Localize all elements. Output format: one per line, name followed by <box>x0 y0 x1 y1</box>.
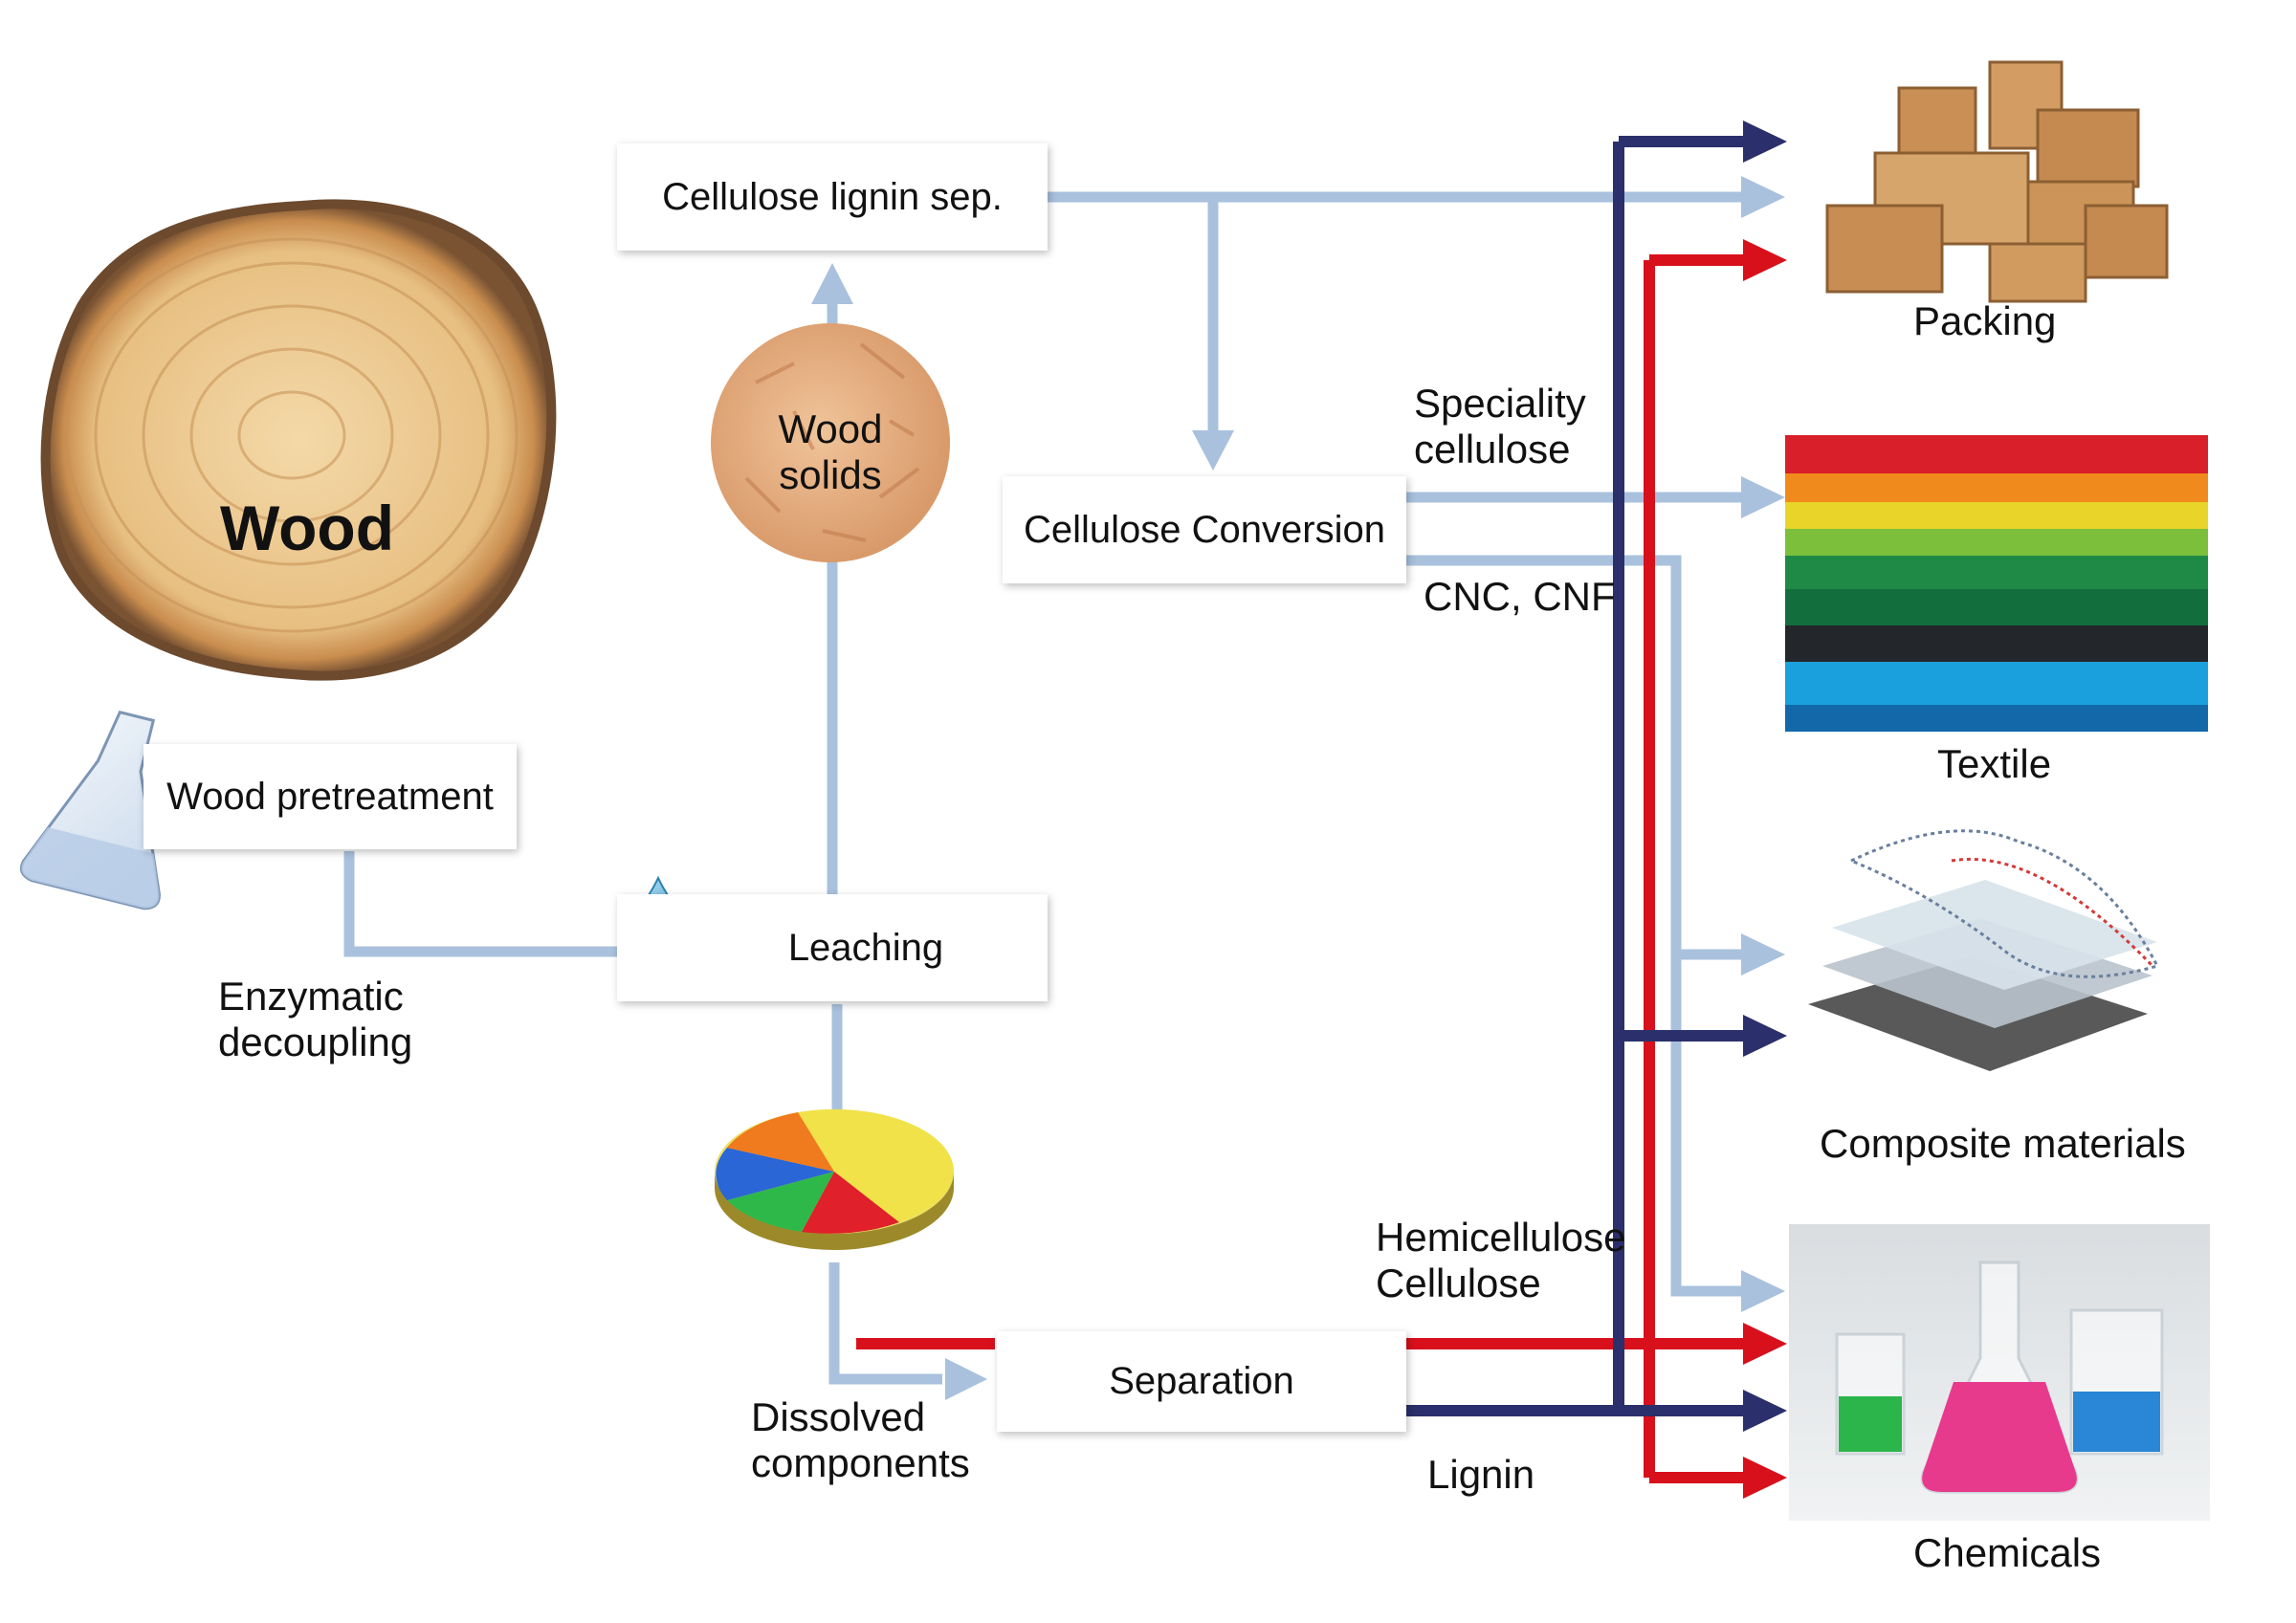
arrowhead-to-conversion <box>1192 430 1234 471</box>
separation-box: Separation <box>997 1331 1406 1432</box>
textile-image <box>1785 435 2208 732</box>
separation-label: Separation <box>1109 1360 1294 1402</box>
speciality-cellulose-label: Speciality cellulose <box>1414 381 1586 472</box>
arrowhead-to-separation <box>945 1358 987 1400</box>
arrowhead-to-composite <box>1741 933 1785 976</box>
navy-arrowhead-packing <box>1743 121 1787 163</box>
lignin-label: Lignin <box>1427 1452 1535 1497</box>
leaching-label: Leaching <box>787 926 944 969</box>
cnc-cnf-trunk-line <box>1406 555 1741 1297</box>
red-arrowhead-packing <box>1743 239 1787 281</box>
navy-flows <box>1406 136 1743 1416</box>
navy-arrowheads <box>1743 121 1787 1432</box>
red-arrowhead-chemicals-mid <box>1743 1323 1787 1365</box>
packing-label: Packing <box>1913 298 2057 343</box>
red-flows <box>856 254 1743 1483</box>
light-blue-flows <box>343 191 1741 1385</box>
wood-pretreatment-box: Wood pretreatment <box>144 744 517 849</box>
flask-icon <box>19 710 161 910</box>
red-arrowheads <box>1743 239 1787 1499</box>
navy-arrowhead-chemicals <box>1743 1390 1787 1432</box>
arrowhead-to-sep <box>811 263 853 304</box>
cellulose-conversion-box: Cellulose Conversion <box>1003 476 1406 583</box>
composite-layers-image <box>1808 829 2160 1071</box>
arrowhead-to-chemicals-blue <box>1741 1270 1785 1312</box>
wood-label: Wood <box>220 493 395 563</box>
wood-pretreatment-label: Wood pretreatment <box>166 775 494 818</box>
wood-solids-label: Wood solids <box>778 406 883 498</box>
cellulose-lignin-sep-box: Cellulose lignin sep. <box>617 143 1048 251</box>
pie-chart-icon <box>715 1108 955 1250</box>
cellulose-conversion-label: Cellulose Conversion <box>1024 508 1385 551</box>
dissolved-components-label: Dissolved components <box>751 1394 970 1486</box>
leaching-box: Leaching <box>617 894 1048 1001</box>
red-arrowhead-chemicals-low <box>1743 1457 1787 1499</box>
arrowhead-to-textile <box>1741 476 1785 518</box>
pretreatment-to-leaching-line <box>343 851 617 957</box>
textile-label: Textile <box>1937 741 2052 786</box>
navy-arrowhead-composite <box>1743 1015 1787 1057</box>
cellulose-lignin-sep-label: Cellulose lignin sep. <box>662 175 1003 218</box>
hemicellulose-cellulose-label: Hemicellulose Cellulose <box>1376 1215 1626 1306</box>
chemicals-glassware-image <box>1789 1224 2210 1521</box>
wood-chips-image <box>711 323 950 562</box>
enzymatic-decoupling-label: Enzymatic decoupling <box>218 974 413 1065</box>
wood-log-image <box>40 199 557 681</box>
cardboard-boxes-image <box>1825 60 2169 303</box>
dissolved-to-separation-line <box>828 1262 942 1385</box>
composite-materials-label: Composite materials <box>1820 1121 2186 1166</box>
chemicals-label: Chemicals <box>1913 1530 2102 1575</box>
cnc-cnf-label: CNC, CNF <box>1424 574 1616 619</box>
light-blue-arrowheads <box>811 176 1785 1400</box>
arrowhead-to-packing <box>1741 176 1785 218</box>
